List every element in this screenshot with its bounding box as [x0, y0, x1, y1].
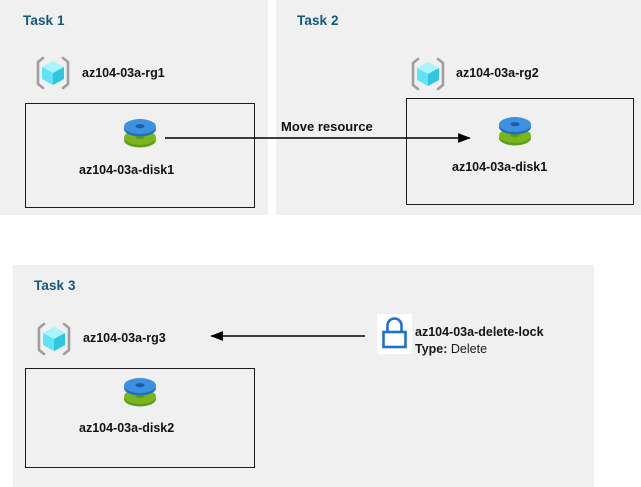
task3-label: Task 3: [34, 278, 76, 293]
task2-resource-group-label: az104-03a-rg2: [456, 66, 539, 80]
lock-applies-arrow: [210, 331, 365, 341]
task1-resource-box: [25, 103, 255, 208]
task2-resource-label: az104-03a-disk1: [452, 160, 548, 174]
lock-icon: [377, 314, 412, 354]
task2-panel: [276, 0, 641, 215]
task3-resource-group-label: az104-03a-rg3: [83, 331, 166, 345]
lock-type-value: Delete: [450, 342, 488, 356]
task1-resource-group-label: az104-03a-rg1: [82, 66, 165, 80]
task2-resource-box: [406, 98, 634, 205]
resource-group-icon: [407, 53, 449, 95]
task1-label: Task 1: [23, 13, 65, 28]
managed-disk-icon: [119, 372, 161, 414]
lock-name-label: az104-03a-delete-lock: [415, 325, 544, 339]
task1-resource-label: az104-03a-disk1: [79, 163, 175, 177]
lock-type-label: Type:: [415, 342, 448, 356]
lock-type-row: Type: Delete: [415, 342, 487, 356]
managed-disk-icon: [119, 113, 161, 155]
task2-label: Task 2: [297, 13, 339, 28]
task3-resource-label: az104-03a-disk2: [79, 421, 175, 435]
resource-group-icon: [33, 318, 75, 360]
task3-panel: [13, 265, 594, 487]
move-resource-label: Move resource: [281, 119, 373, 134]
managed-disk-icon: [494, 111, 536, 153]
resource-group-icon: [32, 52, 74, 94]
task1-panel: [0, 0, 268, 215]
move-resource-arrow: [165, 133, 471, 143]
task3-resource-box: [25, 368, 255, 468]
